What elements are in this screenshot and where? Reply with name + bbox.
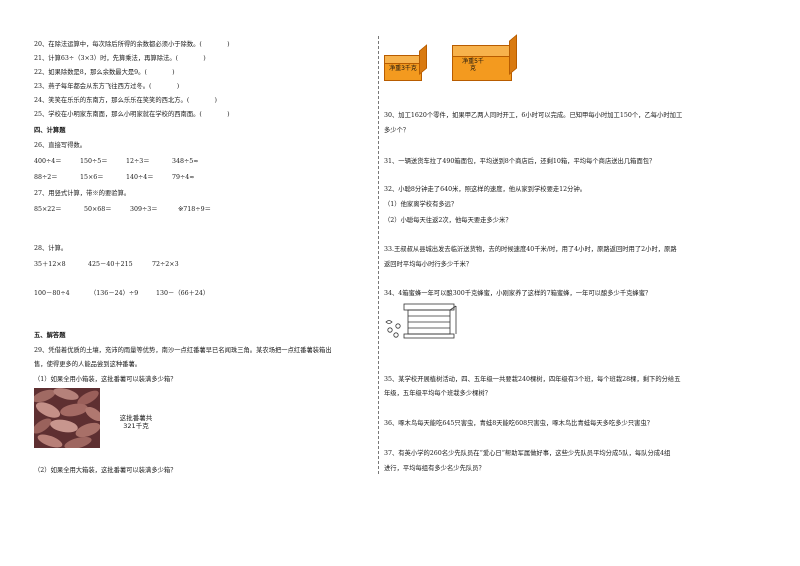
oral-cell: 88÷2＝ [34,174,58,181]
question-35-line1: 35、某学校开展植树活动，四、五年级一共要栽240棵树，四年级有3个班，每个班栽… [384,376,681,383]
question-29-sub1: （1）如果全用小箱装，这批番薯可以装满多少箱？ [34,376,177,383]
vertical-calc: 50×68＝ [84,206,112,213]
calc-item: 130－（66＋24） [156,290,210,297]
vertical-calc: 85×22＝ [34,206,62,213]
question-30-line1: 30、加工1620个零件，如果甲乙两人同时开工，6小时可以完成。已知甲每小时加工… [384,112,683,119]
question-29-line1: 29、凭借着优质的土壤，充沛的雨量等优势，南沙一点红番薯早已名闻珠三角。某农场把… [34,347,332,354]
question-20: 20、在除法运算中，每次除后所得的余数都必须小于除数。( ) [34,41,230,48]
question-36: 36、啄木鸟每天能吃645只害虫，青蛙8天能吃608只害虫，啄木鸟比青蛙每天多吃… [384,420,654,427]
big-box-image: 净重5千克 [452,34,517,81]
column-divider [378,36,379,474]
oral-cell: 348÷5≈ [172,158,199,165]
beehive-image [384,302,466,340]
question-33-line1: 33.王叔叔从县城出发去临沂送货物，去的时候速度40千米/时，用了4小时，原路返… [384,246,677,253]
question-33-line2: 返回时平均每小时行多少千米？ [384,261,473,268]
question-28: 28、计算。 [34,245,68,252]
sweet-potato-photo [34,388,100,448]
calc-item: 35＋12×8 [34,261,66,268]
question-31: 31、一辆送货车拉了490箱面包，平均送到8个商店后，还剩10箱，平均每个商店送… [384,158,656,165]
calc-item: （136－24）÷9 [90,290,139,297]
question-27: 27、用竖式计算，带※的要验算。 [34,190,131,197]
vertical-calc: 309÷3＝ [130,206,158,213]
question-35-line2: 年级，五年级平均每个班栽多少棵树？ [384,390,492,397]
question-37-line2: 进行，平均每组有多少名少先队员？ [384,465,485,472]
small-box-image: 净重3千克 [384,44,427,81]
sweet-potato-caption: 这批番薯共321千克 [119,414,153,430]
question-29-sub2: （2）如果全用大箱装，这批番薯可以装满多少箱？ [34,467,177,474]
calc-item: 425－40＋215 [88,261,133,268]
question-37-line1: 37、有英小学的260名少先队员在“爱心日”帮助军属做好事，这些少先队员平均分成… [384,450,671,457]
question-26: 26、直接写得数。 [34,142,87,149]
section-calculation-heading: 四、计算题 [34,127,66,134]
question-30-line2: 多少个？ [384,127,410,134]
oral-cell: 15×6＝ [80,174,104,181]
calc-item: 100－80÷4 [34,290,70,297]
big-box-label: 净重5千克 [462,58,484,72]
oral-cell: 12÷3＝ [126,158,150,165]
oral-cell: 400÷4＝ [34,158,62,165]
question-32: 32、小聪8分钟走了640米，照这样的速度，他从家到学校要走12分钟。 [384,186,587,193]
question-21: 21、计算63÷（3×3）时，先算乘法，再算除法。( ) [34,55,206,62]
question-29-line2: 售，使得更多的人能品尝到这种番薯。 [34,361,142,368]
oral-cell: 140÷4＝ [126,174,154,181]
vertical-calc: ※718÷9＝ [178,206,211,213]
question-32-sub1: （1）他家离学校有多远？ [384,201,458,208]
question-34: 34、4箱蜜蜂一年可以酿300千克蜂蜜，小刚家养了这样的7箱蜜蜂，一年可以酿多少… [384,290,652,297]
section-solution-heading: 五、解答题 [34,332,66,339]
calc-item: 72÷2×3 [152,261,179,268]
question-23: 23、燕子每年都会从东方飞往西方过冬。( ) [34,83,180,90]
question-25: 25、学校在小明家东南面，那么小明家就在学校的西南面。( ) [34,111,230,118]
oral-cell: 79÷4≈ [172,174,195,181]
small-box-label: 净重3千克 [389,65,417,72]
oral-cell: 150÷5＝ [80,158,108,165]
question-22: 22、如果除数是8，那么余数最大是9。( ) [34,69,175,76]
question-32-sub2: （2）小聪每天往返2次，他每天要走多少米？ [384,217,512,224]
question-24: 24、笑笑在乐乐的东南方，那么乐乐在笑笑的西北方。( ) [34,97,217,104]
